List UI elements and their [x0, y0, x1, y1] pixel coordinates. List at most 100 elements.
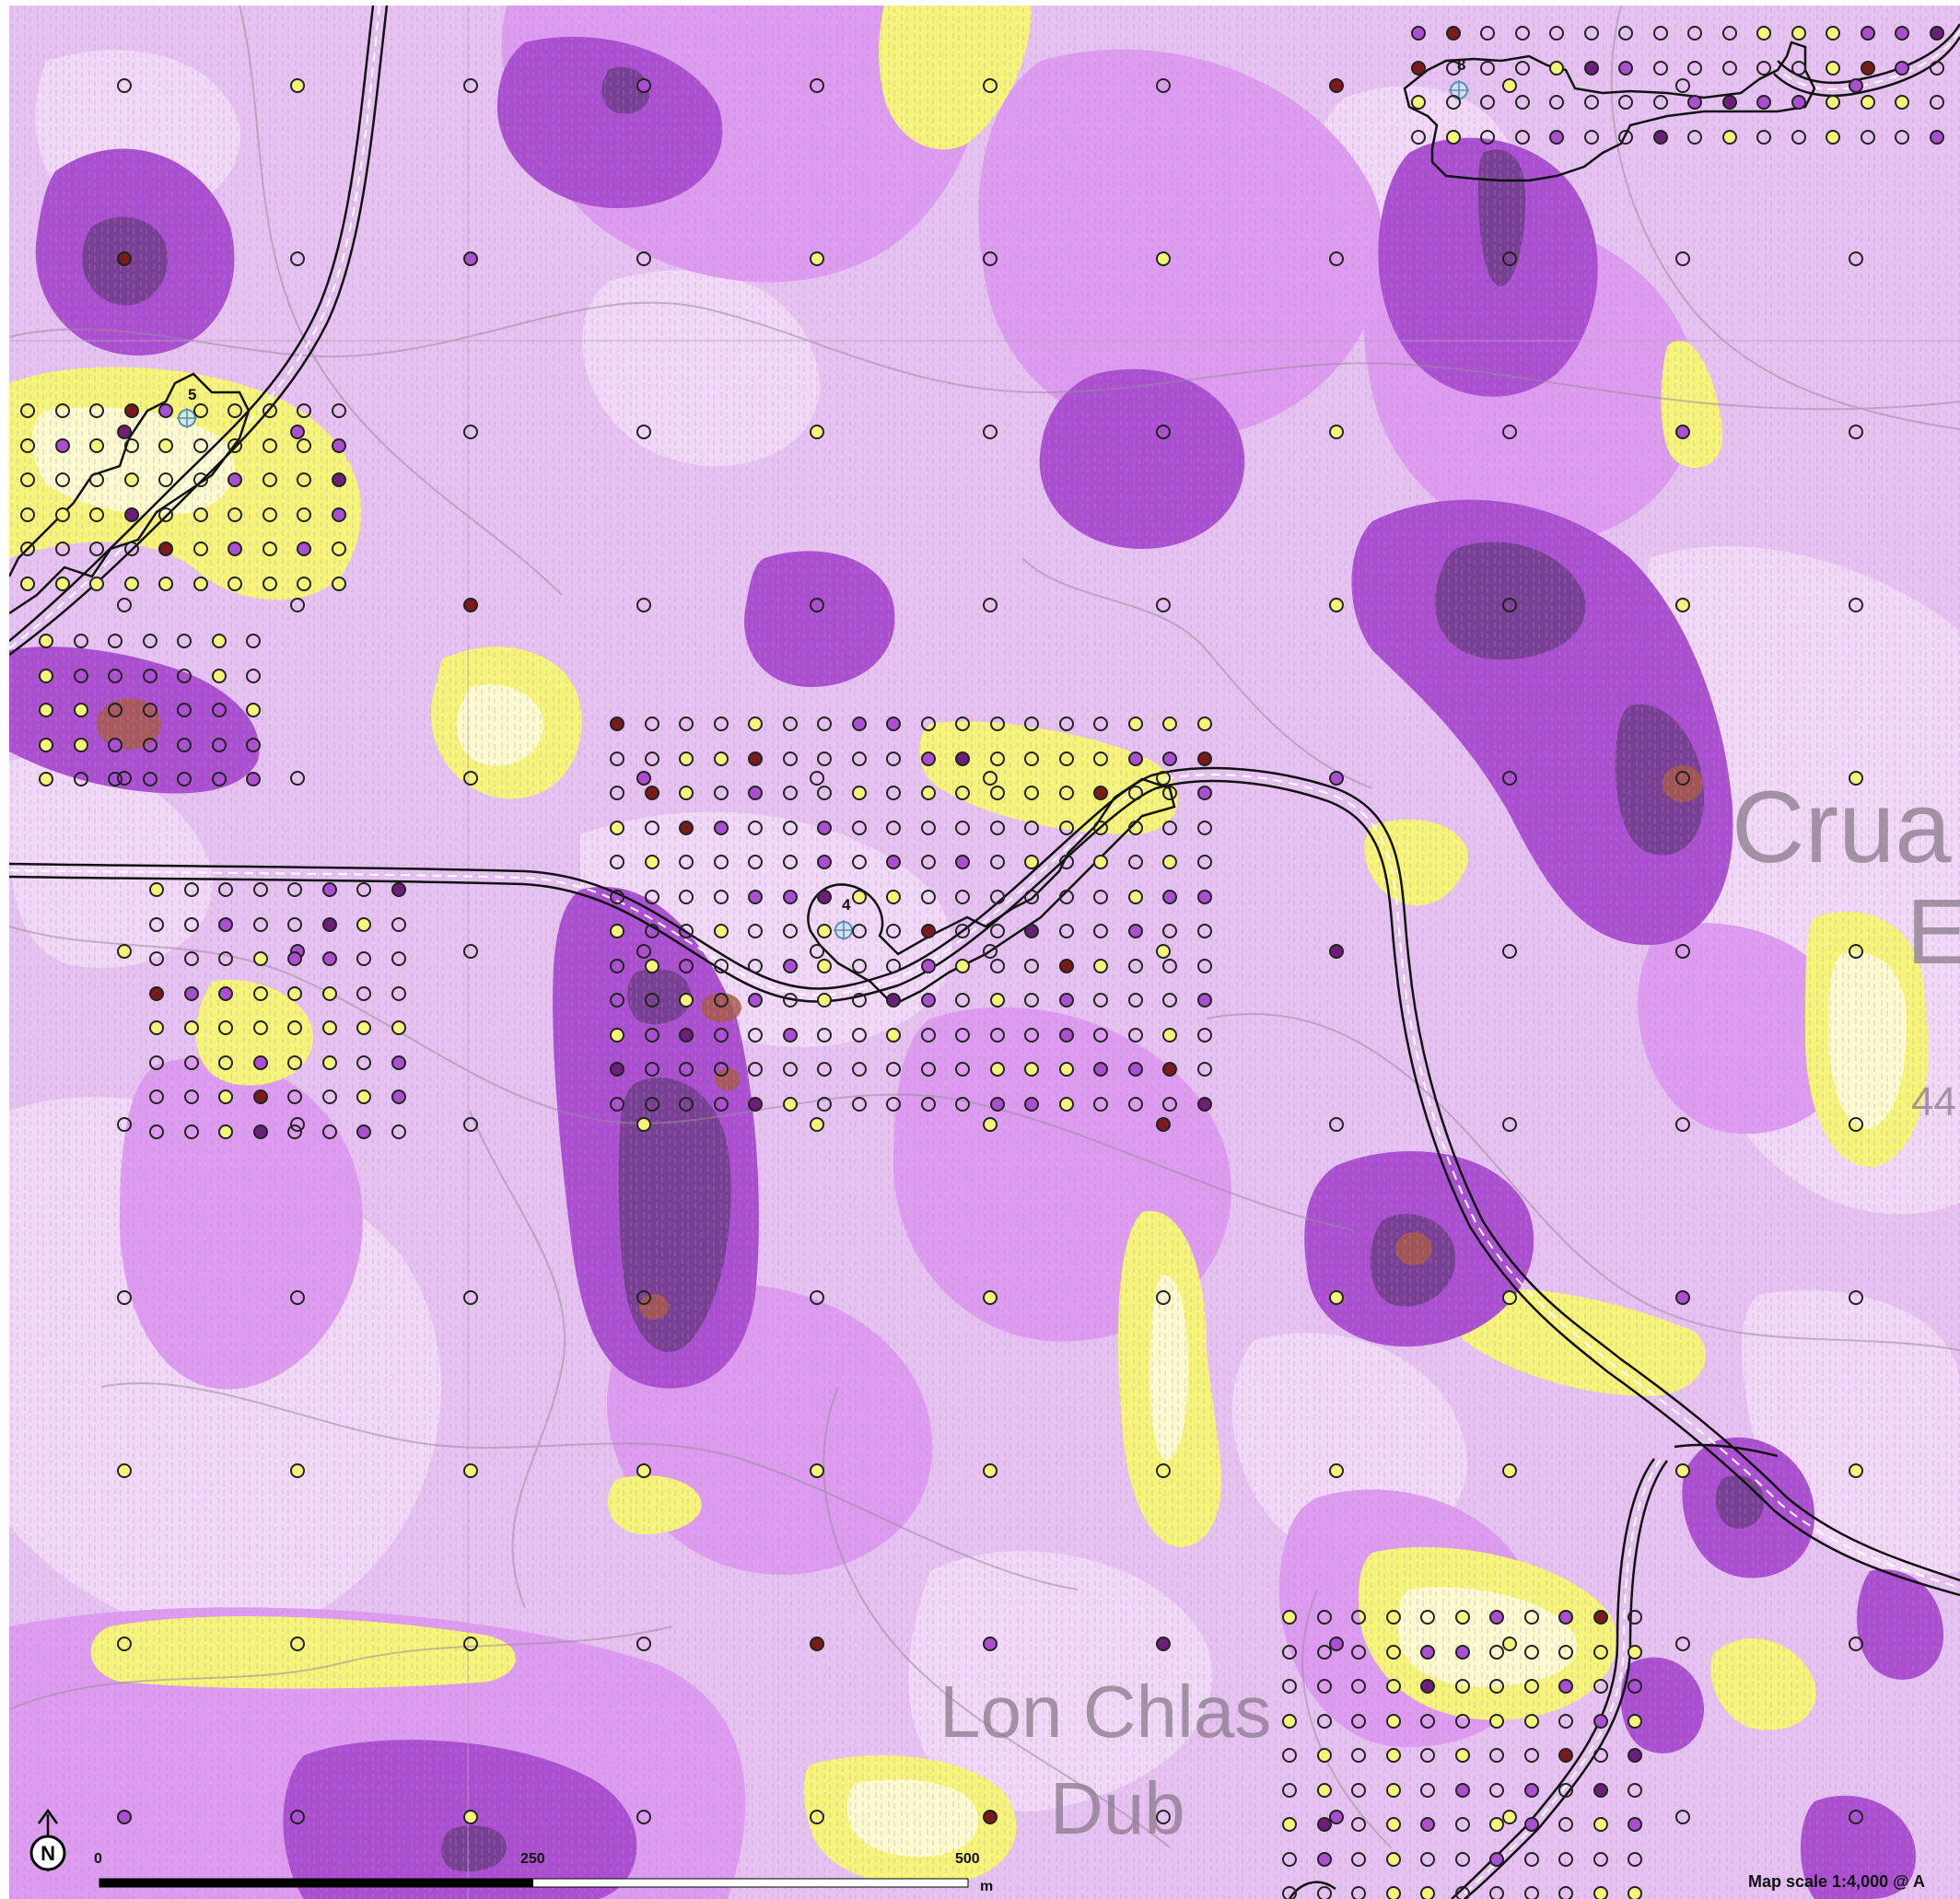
sample-point [1722, 130, 1737, 145]
sample-point [1756, 61, 1771, 76]
sample-point [1024, 1062, 1039, 1077]
sample-point [1618, 61, 1633, 76]
sample-point [1524, 1679, 1539, 1694]
sample-point [1849, 1290, 1863, 1305]
sample-point [714, 751, 729, 766]
sample-point [262, 507, 277, 522]
sample-point [810, 771, 824, 786]
sample-point [1593, 1610, 1608, 1625]
map-canvas[interactable]: Crua E Lon Chlas Dub 44 [9, 6, 1960, 1899]
sample-point [1593, 1886, 1608, 1899]
sample-point [817, 821, 832, 835]
sample-point [1059, 890, 1074, 904]
sample-point [1282, 1679, 1297, 1694]
sample-point [1549, 130, 1564, 145]
north-arrow: N [29, 1808, 66, 1871]
sample-point [1653, 95, 1668, 110]
sample-point [322, 1020, 337, 1035]
sample-point [748, 821, 763, 835]
sample-point [297, 542, 311, 556]
sample-point [184, 1089, 199, 1104]
sample-point [391, 951, 406, 966]
sample-point [1524, 1852, 1539, 1867]
sample-point [748, 1028, 763, 1043]
sample-point [1420, 1886, 1435, 1899]
sample-point [1156, 1463, 1171, 1478]
sample-point [1524, 1748, 1539, 1763]
sample-point [1675, 598, 1690, 612]
sample-point [921, 855, 936, 869]
sample-point [679, 821, 694, 835]
sample-point [817, 751, 832, 766]
sample-point [921, 1097, 936, 1112]
sample-point [262, 438, 277, 453]
sample-point [1515, 26, 1530, 41]
sample-point [356, 1020, 371, 1035]
sample-point [149, 882, 164, 897]
sample-point [1093, 1028, 1108, 1043]
sample-point [117, 1637, 132, 1651]
sample-point [1687, 130, 1702, 145]
sample-point [117, 944, 132, 959]
sample-point [990, 716, 1005, 731]
sample-point [1524, 1714, 1539, 1729]
sample-point [1687, 95, 1702, 110]
sample-point [610, 959, 624, 973]
sample-point [955, 751, 970, 766]
sample-point [1128, 1097, 1143, 1112]
sample-point [921, 993, 936, 1008]
sample-point [1455, 1783, 1470, 1798]
sample-point [748, 959, 763, 973]
sample-point [852, 959, 867, 973]
sample-point [1093, 993, 1108, 1008]
sample-point [983, 425, 998, 439]
sample-point [228, 438, 242, 453]
sample-point [1156, 425, 1171, 439]
sample-point [1351, 1610, 1366, 1625]
sample-point [1420, 1783, 1435, 1798]
sample-point [990, 786, 1005, 800]
sample-point [1502, 1463, 1517, 1478]
sample-point [645, 716, 659, 731]
sample-point [610, 786, 624, 800]
sample-point [1722, 95, 1737, 110]
sample-point [246, 772, 261, 786]
sample-point [1628, 1852, 1642, 1867]
sample-point [1059, 855, 1074, 869]
sample-point [817, 855, 832, 869]
sample-point [117, 1290, 132, 1305]
sample-point [246, 703, 261, 717]
sample-point [463, 1290, 478, 1305]
sample-point [1558, 1714, 1573, 1729]
sample-point [74, 772, 88, 786]
sample-point [177, 738, 192, 752]
sample-point [886, 786, 901, 800]
sample-point [817, 890, 832, 904]
sample-point [117, 1117, 132, 1132]
sample-point [921, 716, 936, 731]
sample-point [117, 78, 132, 93]
sample-point [356, 882, 371, 897]
sample-point [158, 403, 173, 418]
sample-point [1386, 1679, 1401, 1694]
sample-point [1317, 1852, 1332, 1867]
sample-point [1502, 78, 1517, 93]
sample-point [1675, 1463, 1690, 1478]
sample-point [1351, 1852, 1366, 1867]
sample-point [149, 917, 164, 932]
sample-point [1024, 786, 1039, 800]
sample-point [783, 786, 798, 800]
sample-point [983, 944, 998, 959]
sample-point [1156, 251, 1171, 266]
sample-point [748, 855, 763, 869]
sample-point [1502, 1810, 1517, 1824]
sample-point [1420, 1679, 1435, 1694]
sample-point [990, 924, 1005, 938]
sample-point [463, 1637, 478, 1651]
sample-point [1162, 993, 1177, 1008]
sample-point [218, 917, 233, 932]
sample-point [124, 577, 139, 591]
sample-point [1455, 1714, 1470, 1729]
sample-point [810, 1463, 824, 1478]
sample-point [610, 716, 624, 731]
